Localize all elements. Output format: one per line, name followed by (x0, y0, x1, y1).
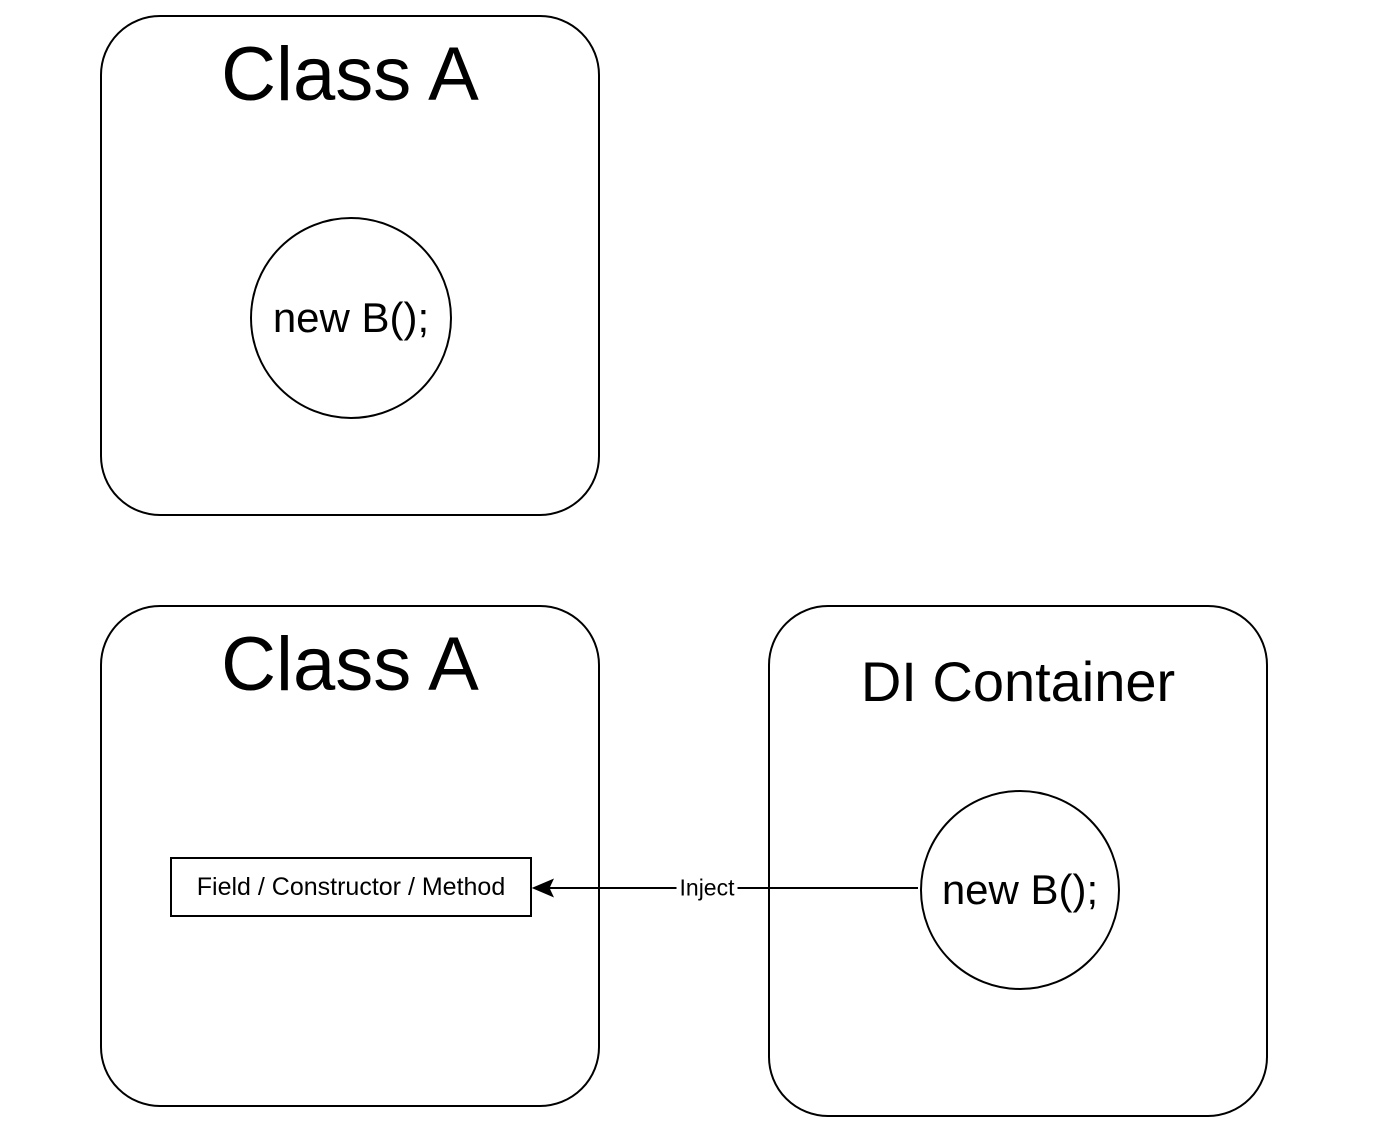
inject-label: Inject (676, 875, 738, 901)
new-b-circle-before: new B(); (250, 217, 452, 419)
injection-point-box: Field / Constructor / Method (170, 857, 532, 917)
new-b-label-di: new B(); (941, 866, 1099, 913)
new-b-circle-di: new B(); (920, 790, 1120, 990)
di-container-box: DI Container new B(); (768, 605, 1268, 1117)
di-container-title: DI Container (860, 650, 1176, 713)
new-b-label-before: new B(); (272, 294, 430, 341)
class-a-before-title: Class A (221, 32, 479, 117)
class-a-before-box: Class A new B(); (100, 15, 600, 516)
injection-point-label: Field / Constructor / Method (196, 872, 506, 901)
class-a-after-title: Class A (221, 622, 479, 707)
class-a-after-box: Class A Field / Constructor / Method (100, 605, 600, 1107)
